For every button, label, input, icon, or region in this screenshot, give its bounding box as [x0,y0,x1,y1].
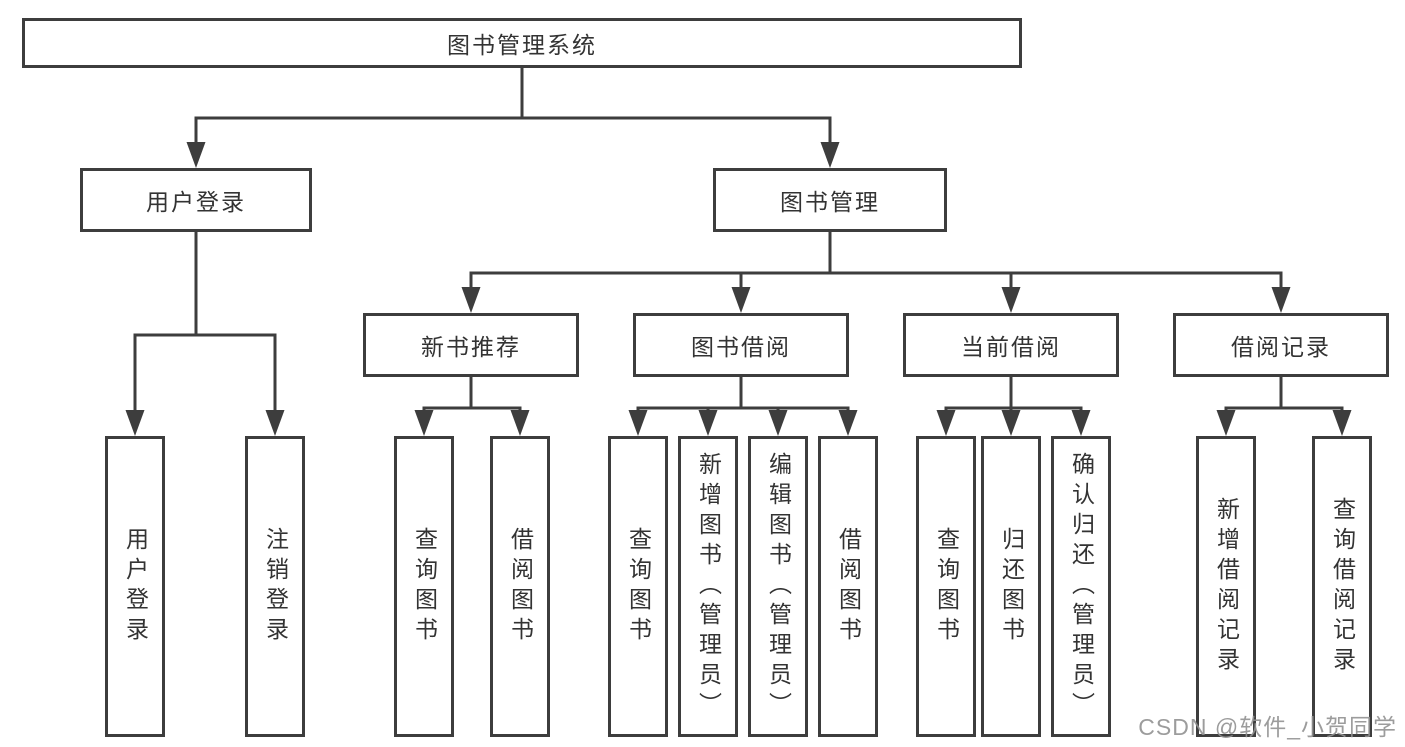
csdn-watermark: CSDN @软件_小贺同学 [1138,714,1397,740]
node-label: 新增图书（管理员） [695,451,722,722]
leaf-borrow-books-recommend: 借阅图书 [490,436,550,737]
node-label: 归还图书 [998,526,1025,647]
node-label: 新增借阅记录 [1213,496,1240,677]
leaf-query-borrow-record: 查询借阅记录 [1312,436,1372,737]
leaf-query-books-borrow: 查询图书 [608,436,668,737]
node-label: 查询图书 [933,526,960,647]
node-label: 查询图书 [625,526,652,647]
leaf-logout: 注销登录 [245,436,305,737]
node-label: 确认归还（管理员） [1068,451,1095,722]
node-book-borrow: 图书借阅 [633,313,849,377]
node-label: 用户登录 [146,189,246,215]
node-label: 借阅记录 [1231,334,1331,360]
node-user-login: 用户登录 [80,168,312,232]
leaf-confirm-return-admin: 确认归还（管理员） [1051,436,1111,737]
connector-arrowheads [125,142,1352,436]
leaf-borrow-books: 借阅图书 [818,436,878,737]
node-current-borrow: 当前借阅 [903,313,1119,377]
node-label: 借阅图书 [507,526,534,647]
leaf-add-book-admin: 新增图书（管理员） [678,436,738,737]
leaf-query-books-recommend: 查询图书 [394,436,454,737]
node-label: 编辑图书（管理员） [765,451,792,722]
node-label: 查询图书 [411,526,438,647]
leaf-return-books: 归还图书 [981,436,1041,737]
leaf-user-login: 用户登录 [105,436,165,737]
node-label: 查询借阅记录 [1329,496,1356,677]
node-label: 新书推荐 [421,334,521,360]
node-label: 图书管理系统 [447,32,597,58]
node-label: 图书借阅 [691,334,791,360]
node-label: 注销登录 [262,526,289,647]
node-label: 图书管理 [780,189,880,215]
node-label: 用户登录 [122,526,149,647]
leaf-add-borrow-record: 新增借阅记录 [1196,436,1256,737]
leaf-edit-book-admin: 编辑图书（管理员） [748,436,808,737]
node-new-book-recommend: 新书推荐 [363,313,579,377]
leaf-query-books-current: 查询图书 [916,436,976,737]
node-library-management-system: 图书管理系统 [22,18,1022,68]
node-label: 借阅图书 [835,526,862,647]
node-borrow-records: 借阅记录 [1173,313,1389,377]
node-label: 当前借阅 [961,334,1061,360]
node-book-management: 图书管理 [713,168,947,232]
